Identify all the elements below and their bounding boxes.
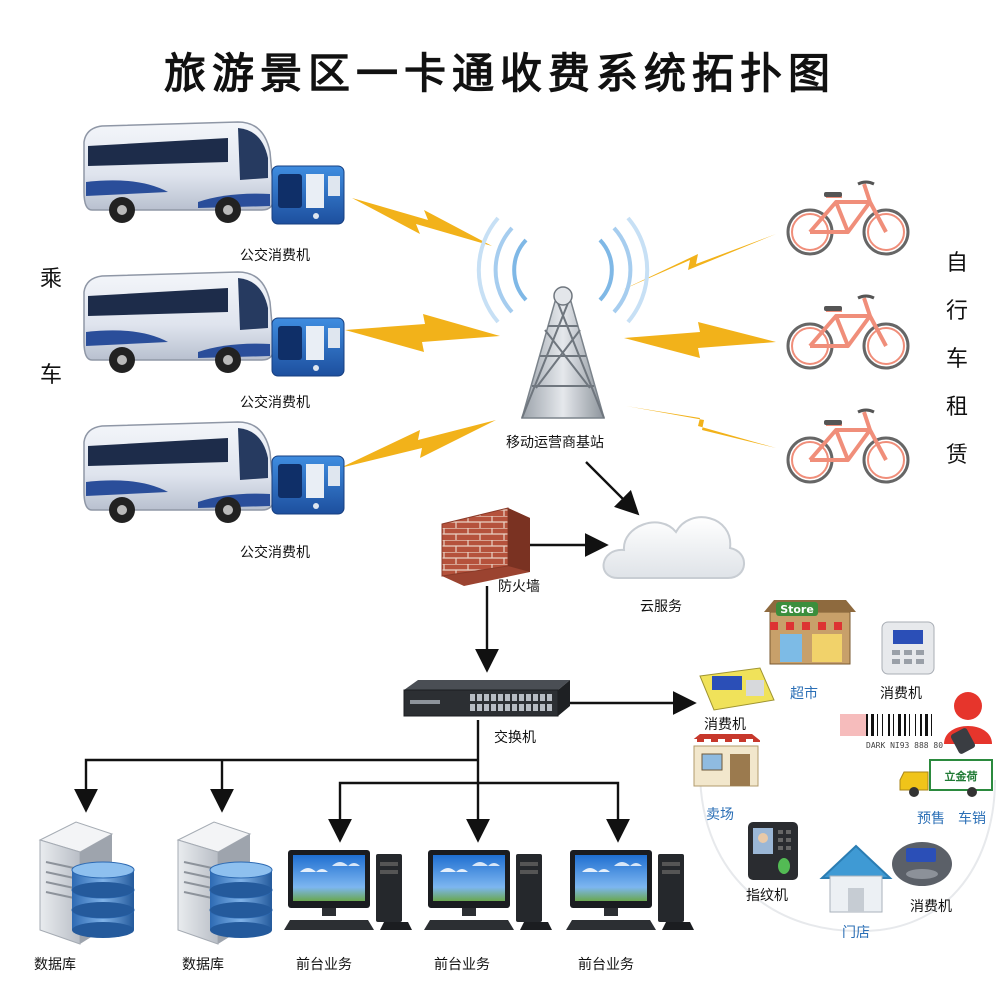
signal-bus-2 [345, 314, 500, 352]
right-vertical-char: 租 [945, 395, 968, 420]
truck-icon: 立金荷 [899, 759, 993, 797]
bus-icon [83, 271, 275, 373]
bus-icon [83, 421, 275, 523]
truck-sign: 立金荷 [945, 769, 978, 783]
frontdesk-pc-icon [566, 850, 694, 930]
database-server-icon [38, 821, 135, 945]
right-vertical-char: 行 [945, 299, 968, 324]
pos-label: 消费机 [880, 686, 922, 702]
bike-icon [786, 294, 910, 370]
bus-terminal-label: 公交消费机 [240, 395, 310, 411]
bus-group [83, 121, 275, 523]
bike-group [786, 180, 910, 484]
door-store-icon [819, 844, 893, 913]
right-vertical-char: 赁 [945, 443, 968, 468]
bus-terminal-group [271, 165, 345, 515]
bus-terminal-icon [271, 165, 345, 225]
cloud-icon [602, 516, 745, 579]
user-avatar-icon [944, 692, 992, 754]
signal-bus-1 [352, 198, 492, 246]
presale-label: 预售 [917, 811, 945, 827]
database-label: 数据库 [182, 957, 224, 973]
page-title: 旅游景区一卡通收费系统拓扑图 [163, 49, 836, 98]
supermarket-label: 超市 [790, 686, 818, 702]
base-station-icon [476, 216, 650, 419]
frontdesk-pc-icon [424, 850, 552, 930]
vehicle-sale-label: 车销 [958, 811, 986, 827]
frontdesk-label: 前台业务 [296, 957, 352, 973]
bus-terminal-label: 公交消费机 [240, 248, 310, 264]
pos-label: 消费机 [704, 717, 746, 733]
frontdesk-label: 前台业务 [434, 957, 490, 973]
database-group [38, 821, 273, 945]
switch-icon [403, 680, 570, 717]
connectors [74, 461, 697, 843]
shop-label: 卖场 [706, 807, 734, 823]
signal-bus-3 [340, 420, 496, 468]
bike-icon [786, 408, 910, 484]
base-station-label: 移动运营商基站 [506, 435, 604, 451]
fingerprint-label: 指纹机 [746, 888, 788, 904]
frontdesk-pc-icon [284, 850, 412, 930]
pos-terminal-bottom-icon [892, 842, 952, 886]
bus-terminal-icon [271, 455, 345, 515]
barcode-text: DARK NI93 888 80 [866, 741, 943, 750]
left-vertical-label: 乘 车 [36, 256, 66, 400]
left-vertical-char: 乘 [39, 267, 62, 292]
bus-icon [83, 121, 275, 223]
pos-label: 消费机 [910, 899, 952, 915]
store-icon: Store [764, 600, 856, 665]
signal-links [340, 198, 776, 468]
signal-bike-2 [624, 322, 776, 358]
signal-bike-3 [626, 406, 776, 448]
cloud-label: 云服务 [640, 599, 682, 615]
database-label: 数据库 [34, 957, 76, 973]
database-server-icon [176, 821, 273, 945]
bus-terminal-label: 公交消费机 [240, 545, 310, 561]
retail-ring [699, 769, 996, 933]
left-vertical-char: 车 [39, 363, 62, 388]
store-sign: Store [780, 603, 814, 616]
right-vertical-label: 自 行 车 租 赁 [942, 240, 972, 480]
pos-terminal-top-icon [881, 621, 935, 675]
fingerprint-machine-icon [748, 822, 798, 880]
firewall-icon [441, 507, 530, 586]
switch-label: 交换机 [494, 730, 536, 746]
frontdesk-label: 前台业务 [578, 957, 634, 973]
shop-icon [690, 734, 762, 787]
door-store-label: 门店 [842, 925, 870, 941]
bus-terminal-icon [271, 317, 345, 377]
right-vertical-char: 车 [945, 347, 968, 372]
pos-terminal-left-icon [699, 667, 775, 711]
firewall-label: 防火墙 [498, 579, 540, 595]
barcode-icon: DARK NI93 888 80 [838, 712, 946, 750]
frontdesk-group [284, 850, 694, 930]
bike-icon [786, 180, 910, 256]
right-vertical-char: 自 [945, 251, 968, 276]
